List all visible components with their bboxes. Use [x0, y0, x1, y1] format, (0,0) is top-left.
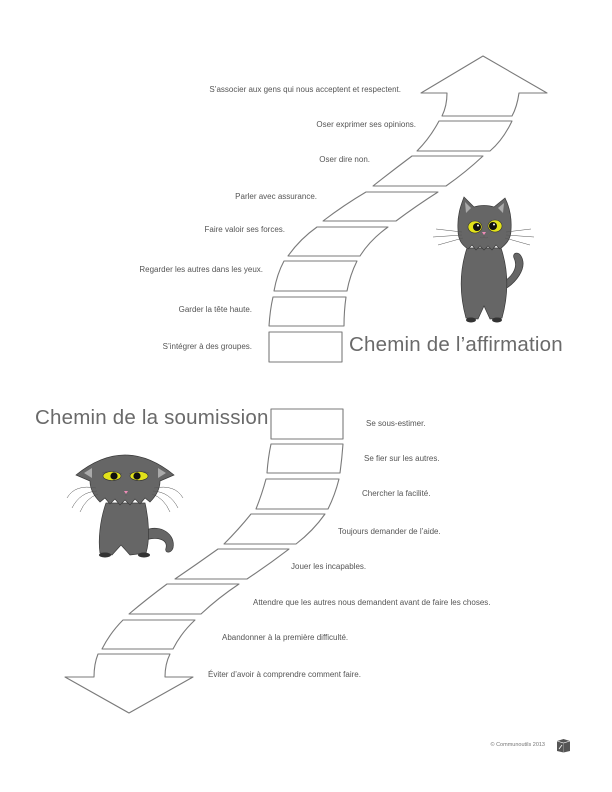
cat-inner-ear	[84, 468, 92, 478]
cat-whiskers	[66, 486, 184, 513]
submission-step-box	[270, 408, 344, 440]
affirmation-step-label: Regarder les autres dans les yeux.	[139, 265, 263, 274]
submission-staircase	[64, 408, 344, 714]
cat-inner-ear	[158, 468, 166, 478]
affirmation-step-box	[287, 226, 389, 257]
affirmation-step-box	[268, 331, 343, 363]
submission-step-box	[266, 443, 344, 474]
submission-step-label: Toujours demander de l’aide.	[338, 527, 441, 536]
submission-step-label: Abandonner à la première difficulté.	[222, 633, 349, 642]
box-logo-icon	[556, 739, 571, 753]
affirmation-step-box	[416, 120, 513, 152]
affirmation-step-box	[273, 260, 358, 292]
affirmation-step-label: S’intégrer à des groupes.	[162, 342, 252, 351]
submission-step-label: Attendre que les autres nous demandent a…	[253, 598, 491, 607]
cat-paw	[138, 552, 150, 558]
happy-cat-illustration	[432, 196, 535, 323]
cat-nose	[124, 491, 128, 494]
affirmation-step-label: S’associer aux gens qui nous acceptent e…	[209, 85, 401, 94]
affirmation-step-label: Garder la tête haute.	[178, 305, 252, 314]
affirmation-step-box	[268, 296, 347, 327]
cat-inner-ear	[465, 202, 471, 213]
submission-step-box	[174, 548, 290, 580]
cat-body	[98, 502, 149, 556]
cat-eyelid	[101, 471, 150, 475]
submission-title: Chemin de la soumission	[35, 406, 269, 429]
affirmation-step-label: Faire valoir ses forces.	[204, 225, 285, 234]
cat-mouth	[479, 235, 489, 239]
cat-pupil	[473, 223, 481, 231]
submission-step-box	[223, 513, 326, 545]
submission-step-label: Éviter d’avoir à comprendre comment fair…	[208, 670, 361, 679]
sad-cat-illustration	[66, 454, 184, 558]
cat-paw	[99, 552, 111, 558]
copyright-text: © Communoutils 2013	[490, 742, 546, 748]
cat-nose	[482, 232, 486, 235]
arrow-up-icon	[420, 55, 548, 117]
submission-step-label: Jouer les incapables.	[291, 562, 367, 571]
cat-eye-shine	[477, 224, 479, 227]
affirmation-staircase	[268, 55, 548, 363]
cat-pupil	[489, 222, 497, 230]
cat-pupil	[133, 472, 141, 480]
cat-head	[75, 454, 175, 506]
affirmation-step-label: Oser exprimer ses opinions.	[316, 120, 416, 129]
affirmation-title: Chemin de l’affirmation	[349, 333, 563, 356]
affirmation-step-box	[372, 155, 484, 187]
cat-inner-ear	[498, 203, 504, 213]
submission-step-box	[128, 583, 240, 615]
cat-paw	[466, 317, 476, 323]
affirmation-step-label: Parler avec assurance.	[235, 192, 317, 201]
cat-whiskers	[432, 228, 535, 246]
cat-tail	[145, 527, 174, 553]
submission-step-label: Se fier sur les autres.	[364, 454, 440, 463]
cat-head	[457, 196, 512, 251]
cat-body	[460, 247, 508, 320]
submission-step-label: Se sous-estimer.	[366, 419, 426, 428]
arrow-down-icon	[64, 653, 194, 714]
affirmation-step-box	[322, 191, 439, 222]
cat-eye-shine	[493, 223, 495, 226]
affirmation-step-label: Oser dire non.	[319, 155, 370, 164]
cat-pupil	[110, 472, 118, 480]
submission-step-box	[101, 619, 196, 650]
submission-step-label: Chercher la facilité.	[362, 489, 431, 498]
submission-step-box	[255, 478, 340, 510]
cat-paw	[492, 317, 502, 323]
